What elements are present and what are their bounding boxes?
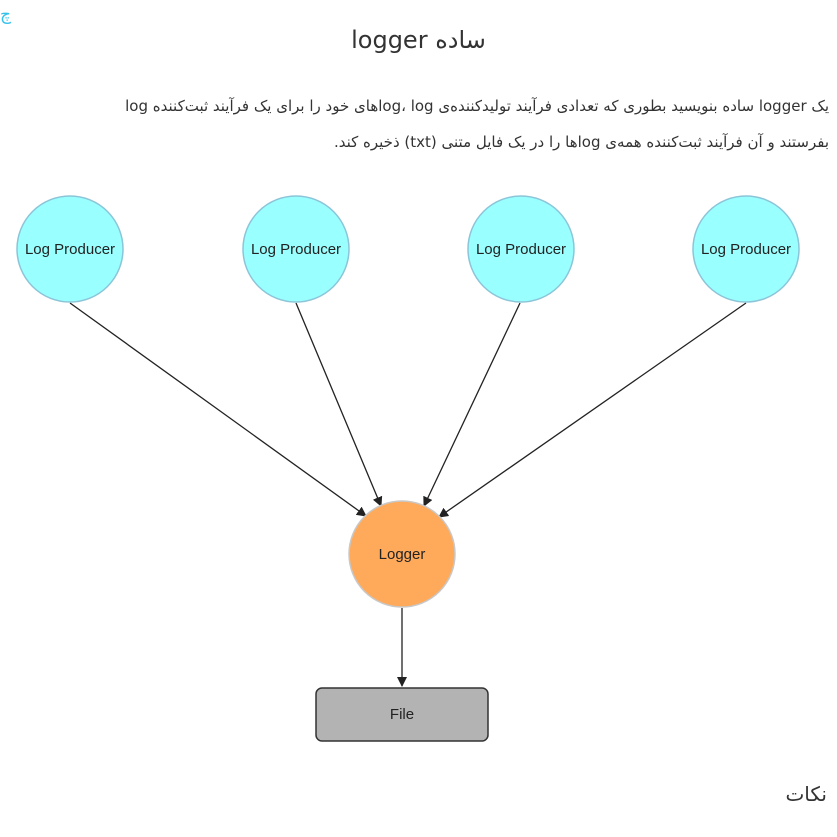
logger-node: Logger [348,500,456,608]
producer-label-3: Log Producer [476,241,566,258]
logger-label: Logger [379,546,426,563]
producer-node-1: Log Producer [16,195,124,303]
file-label: File [390,706,414,723]
producer-node-2: Log Producer [242,195,350,303]
arrow-producer-3-to-logger [423,302,521,507]
producer-node-4: Log Producer [692,195,800,303]
arrow-producer-1-to-logger [69,302,367,517]
file-node: File [315,687,489,742]
logger-diagram: Log Producer Log Producer Log Producer L… [16,195,800,742]
producer-label-1: Log Producer [25,241,115,258]
corner-link[interactable]: چ [0,5,11,25]
producer-label-4: Log Producer [701,241,791,258]
producer-label-2: Log Producer [251,241,341,258]
description-line-1: یک logger ساده بنویسید بطوری که تعدادی ف… [125,97,829,115]
task-description: یک logger ساده بنویسید بطوری که تعدادی ف… [0,88,829,160]
arrow-producer-2-to-logger [295,302,383,507]
producer-node-3: Log Producer [467,195,575,303]
section-heading-notes: نکات [785,782,827,806]
arrow-producer-4-to-logger [438,302,747,518]
description-line-2: بفرستند و آن فرآیند ثبت‌کننده همه‌ی logه… [333,133,829,151]
page-title: logger ساده [351,26,486,54]
